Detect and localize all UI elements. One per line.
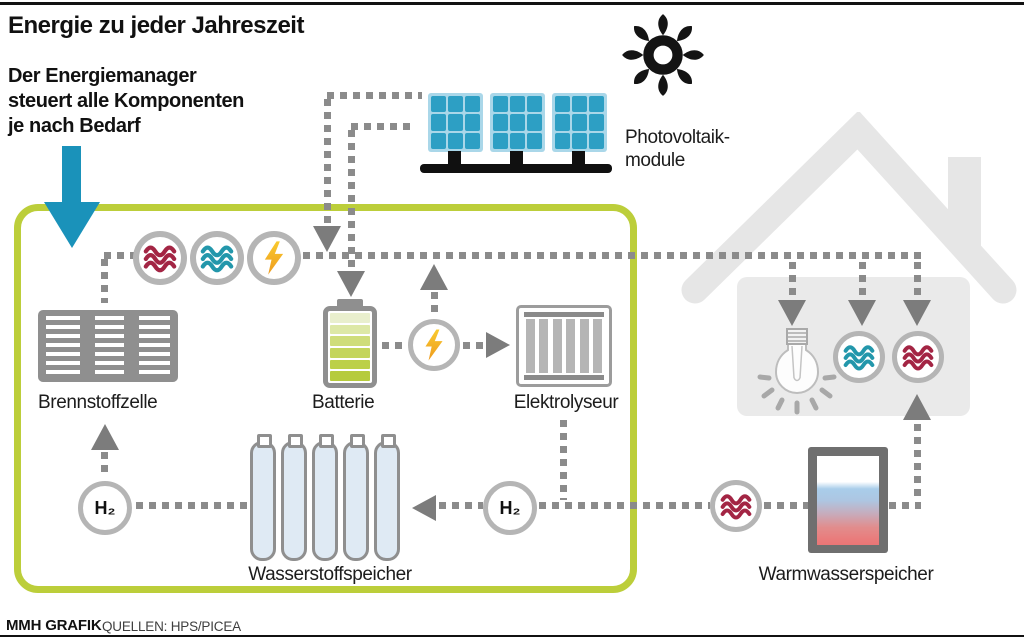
- pv-label-line-2: module: [625, 150, 685, 171]
- battery-terminal: [337, 299, 363, 308]
- sun-icon: [622, 14, 704, 96]
- pv-base-rail: [420, 164, 612, 173]
- hot-water-label: Warmwasserspeicher: [758, 564, 934, 585]
- heat-circle: [133, 231, 187, 285]
- intro-text: Der Energiemanager steuert alle Komponen…: [8, 64, 244, 139]
- h2-cylinder: [281, 434, 307, 561]
- h2-symbol: H₂: [94, 497, 116, 518]
- energy-manager-arrow-icon: [44, 202, 100, 248]
- pv-label: Photovoltaik- module: [625, 126, 730, 172]
- house-roof: [681, 112, 1017, 304]
- fuel-cell-stripes: [46, 316, 170, 376]
- h2-to-fuelcell-line: [101, 452, 108, 478]
- h2-to-fuelcell-arrow: [91, 424, 119, 450]
- bus-to-bulb-line: [789, 262, 796, 300]
- pv-to-battery-line-h: [351, 123, 413, 130]
- bus-to-house-water-line: [859, 262, 866, 300]
- tank-to-house-arrow: [903, 394, 931, 420]
- house-water-circle: [833, 331, 885, 383]
- electrolyzer-icon: [516, 305, 612, 387]
- pv-panel: [428, 93, 483, 152]
- pv-to-battery-arrow: [337, 271, 365, 297]
- heat-waves-icon: [143, 245, 177, 273]
- h2-cylinder: [374, 434, 400, 561]
- heat-waves-icon: [902, 345, 934, 371]
- converter-to-bus-arrow: [420, 264, 448, 290]
- lightning-icon: [264, 241, 284, 275]
- bus-to-fuelcell-line: [101, 259, 108, 303]
- tank-to-house-line-h: [889, 502, 921, 509]
- water-waves-icon: [843, 345, 875, 371]
- electrolyzer-cap: [524, 375, 604, 380]
- h2-in-circle: H₂: [483, 481, 537, 535]
- bus-to-house-heat-line: [914, 262, 921, 300]
- pv-stand: [510, 151, 523, 165]
- bottom-rule: [0, 635, 1024, 637]
- pv-panel: [490, 93, 545, 152]
- hot-water-tank-icon: [808, 447, 888, 553]
- battery-to-converter-line: [382, 342, 406, 349]
- fuel-cell-label: Brennstoffzelle: [38, 392, 158, 413]
- intro-line-2: steuert alle Komponenten: [8, 90, 244, 112]
- converter-to-electrolyzer-line: [463, 342, 484, 349]
- fuel-cell-divider: [80, 310, 95, 382]
- electrolyzer-cells: [526, 319, 602, 373]
- page-title: Energie zu jeder Jahreszeit: [8, 12, 304, 39]
- manager-bus-line: [303, 252, 921, 259]
- pv-to-manager-line-h: [327, 92, 422, 99]
- h2-out-circle: H₂: [78, 481, 132, 535]
- electrolyzer-cap: [524, 312, 604, 317]
- tank-water-gradient: [817, 456, 879, 545]
- h2-cylinder: [250, 434, 276, 561]
- pv-stand: [572, 151, 585, 165]
- footer-credit: MMH GRAFIK: [6, 617, 102, 634]
- bus-to-house-water-arrow: [848, 300, 876, 326]
- pv-to-manager-arrow: [313, 226, 341, 252]
- converter-to-bus-line: [431, 292, 438, 318]
- battery-label: Batterie: [312, 392, 375, 413]
- h2-to-storage-line: [439, 502, 483, 509]
- electrolyzer-label: Elektrolyseur: [513, 392, 619, 413]
- water-circle: [190, 231, 244, 285]
- heat-waves-icon: [720, 494, 752, 520]
- h2-to-storage-arrow: [412, 495, 436, 521]
- electrolyzer-to-h2-line: [560, 420, 567, 500]
- pv-stand: [448, 151, 461, 165]
- intro-line-1: Der Energiemanager: [8, 65, 197, 87]
- manager-bus-line-start: [104, 252, 134, 259]
- house-heat-circle: [892, 331, 944, 383]
- footer-sources: QUELLEN: HPS/PICEA: [102, 619, 241, 634]
- power-converter-circle: [408, 319, 460, 371]
- pv-label-line-1: Photovoltaik-: [625, 127, 730, 148]
- h2-cylinder: [343, 434, 369, 561]
- h2-storage-label: Wasserstoffspeicher: [248, 564, 412, 585]
- storage-to-h2-line: [136, 502, 248, 509]
- bus-to-house-heat-arrow: [903, 300, 931, 326]
- pv-to-manager-line-v: [324, 99, 331, 227]
- top-rule: [0, 2, 1024, 5]
- tank-to-house-line-v: [914, 424, 921, 500]
- light-bulb-icon: [757, 328, 837, 415]
- intro-line-3: je nach Bedarf: [8, 115, 141, 137]
- water-waves-icon: [200, 245, 234, 273]
- converter-to-electrolyzer-arrow: [486, 332, 510, 358]
- battery-icon: [323, 306, 377, 388]
- fuel-cell-icon: [38, 310, 178, 382]
- energy-manager-arrow-shaft: [62, 146, 81, 203]
- fuel-cell-divider: [124, 310, 139, 382]
- lightning-icon: [425, 329, 443, 361]
- electricity-circle: [247, 231, 301, 285]
- heat-exchanger-circle: [710, 480, 762, 532]
- pv-panel: [552, 93, 607, 152]
- heatex-to-tank-line: [764, 502, 808, 509]
- pv-to-battery-line-v: [348, 130, 355, 272]
- h2-symbol: H₂: [499, 497, 521, 518]
- h2-cylinder: [312, 434, 338, 561]
- h2-to-heatex-line: [539, 502, 710, 509]
- bus-to-bulb-arrow: [778, 300, 806, 326]
